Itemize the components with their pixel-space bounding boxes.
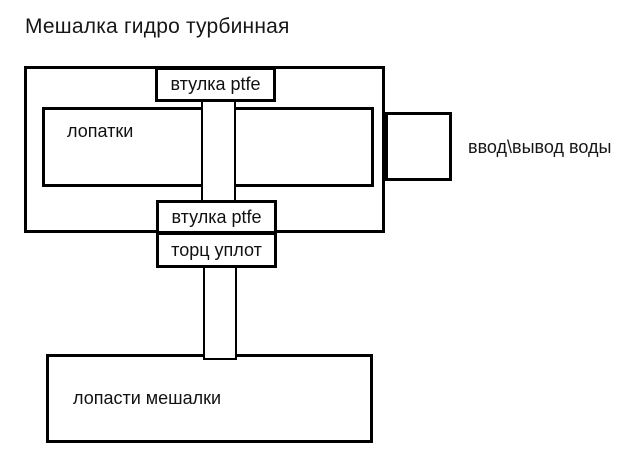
mixer-paddles-box: лопасти мешалки	[46, 354, 373, 443]
end-seal-box: торц уплот	[156, 232, 277, 268]
mixer-paddles-label: лопасти мешалки	[73, 388, 222, 408]
lower-shaft	[203, 266, 237, 360]
water-port-box	[385, 112, 452, 181]
top-bushing-label: втулка ptfe	[170, 74, 261, 94]
end-seal-label: торц уплот	[171, 239, 262, 260]
top-bushing-box: втулка ptfe	[155, 67, 276, 102]
bottom-bushing-label: втулка ptfe	[171, 206, 262, 227]
bottom-bushing-box: втулка ptfe	[156, 200, 277, 234]
upper-shaft	[201, 99, 236, 202]
page-title: Мешалка гидро турбинная	[25, 15, 290, 38]
blades-label: лопатки	[67, 121, 134, 141]
water-io-label: ввод\вывод воды	[468, 137, 612, 157]
